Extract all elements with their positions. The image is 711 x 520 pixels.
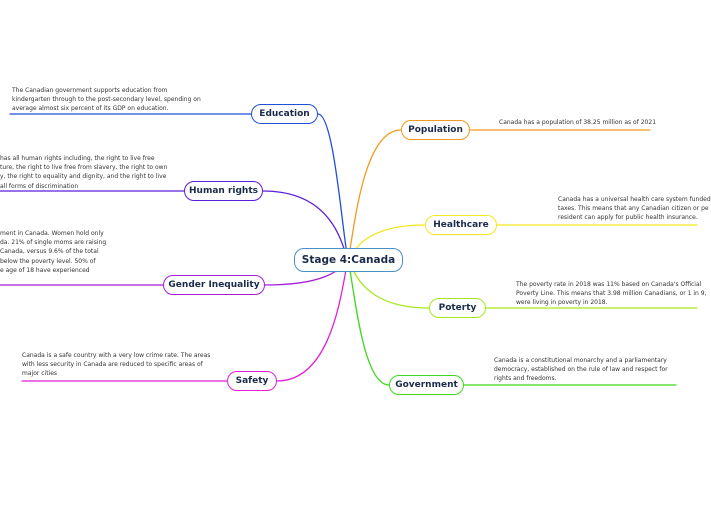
- note-line: major cities: [22, 370, 58, 378]
- note-line: Canada has a population of 38.25 million…: [499, 119, 657, 126]
- note-line: Canada is a safe country with a very low…: [22, 352, 211, 359]
- connector-population: [347, 129, 402, 261]
- note-healthcare: Canada has a universal health care syste…: [558, 195, 711, 223]
- note-line: The Canadian government supports educati…: [12, 87, 168, 94]
- note-line: Poverty Line. This means that 3.98 milli…: [516, 290, 707, 298]
- connector-government: [347, 259, 390, 386]
- note-line: all forms of discrimination: [0, 182, 79, 190]
- note-line: democracy, established on the rule of la…: [494, 366, 668, 374]
- note-gender-inequality: ment in Canada. Women hold only da. 21% o…: [0, 229, 140, 275]
- connector-safety: [276, 259, 349, 382]
- note-line: taxes. This means that any Canadian citi…: [558, 205, 709, 213]
- central-topic[interactable]: Stage 4:Canada: [294, 248, 403, 272]
- note-line: ment in Canada. Women hold only: [0, 230, 104, 237]
- note-line: has all human rights including, the righ…: [0, 155, 155, 162]
- note-line: ture, the right to live free from slaver…: [0, 164, 168, 172]
- note-line: The poverty rate in 2018 was 11% based o…: [516, 281, 702, 288]
- note-line: kindergarten through to the post-seconda…: [12, 96, 201, 104]
- note-line: below the poverty level. 50% of: [0, 257, 96, 265]
- note-line: were living in poverty in 2018.: [516, 299, 608, 307]
- topic-human-rights[interactable]: Human rights: [184, 181, 263, 201]
- note-line: Canada is a constitutional monarchy and …: [494, 357, 667, 364]
- topic-poverty[interactable]: Poterty: [429, 298, 486, 318]
- note-line: da. 21% of single moms are raising: [0, 239, 107, 247]
- topic-gender-inequality[interactable]: Gender Inequality: [163, 275, 265, 295]
- note-government: Canada is a constitutional monarchy and …: [494, 356, 684, 384]
- note-line: rights and freedoms.: [494, 375, 557, 383]
- note-poverty: The poverty rate in 2018 was 11% based o…: [516, 280, 707, 308]
- topic-safety[interactable]: Safety: [227, 371, 277, 391]
- note-safety: Canada is a safe country with a very low…: [22, 351, 227, 379]
- topic-government[interactable]: Government: [389, 375, 464, 395]
- topic-healthcare[interactable]: Healthcare: [425, 215, 497, 235]
- note-line: average almost six percent of its GDP on…: [12, 105, 169, 113]
- note-line: Canada, versus 9.6% of the total: [0, 248, 99, 256]
- note-human-rights: has all human rights including, the righ…: [0, 154, 178, 191]
- note-line: resident can apply for public health ins…: [558, 214, 698, 222]
- note-line: with less security in Canada are reduced…: [22, 361, 203, 369]
- note-population: Canada has a population of 38.25 million…: [499, 118, 689, 127]
- connector-education: [317, 113, 349, 261]
- note-line: y, the right to equality and dignity, an…: [0, 173, 167, 181]
- topic-population[interactable]: Population: [401, 120, 470, 140]
- topic-education[interactable]: Education: [251, 104, 318, 124]
- note-education: The Canadian government supports educati…: [12, 86, 217, 114]
- note-line: e age of 18 have experienced: [0, 266, 90, 274]
- note-line: Canada has a universal health care syste…: [558, 196, 711, 203]
